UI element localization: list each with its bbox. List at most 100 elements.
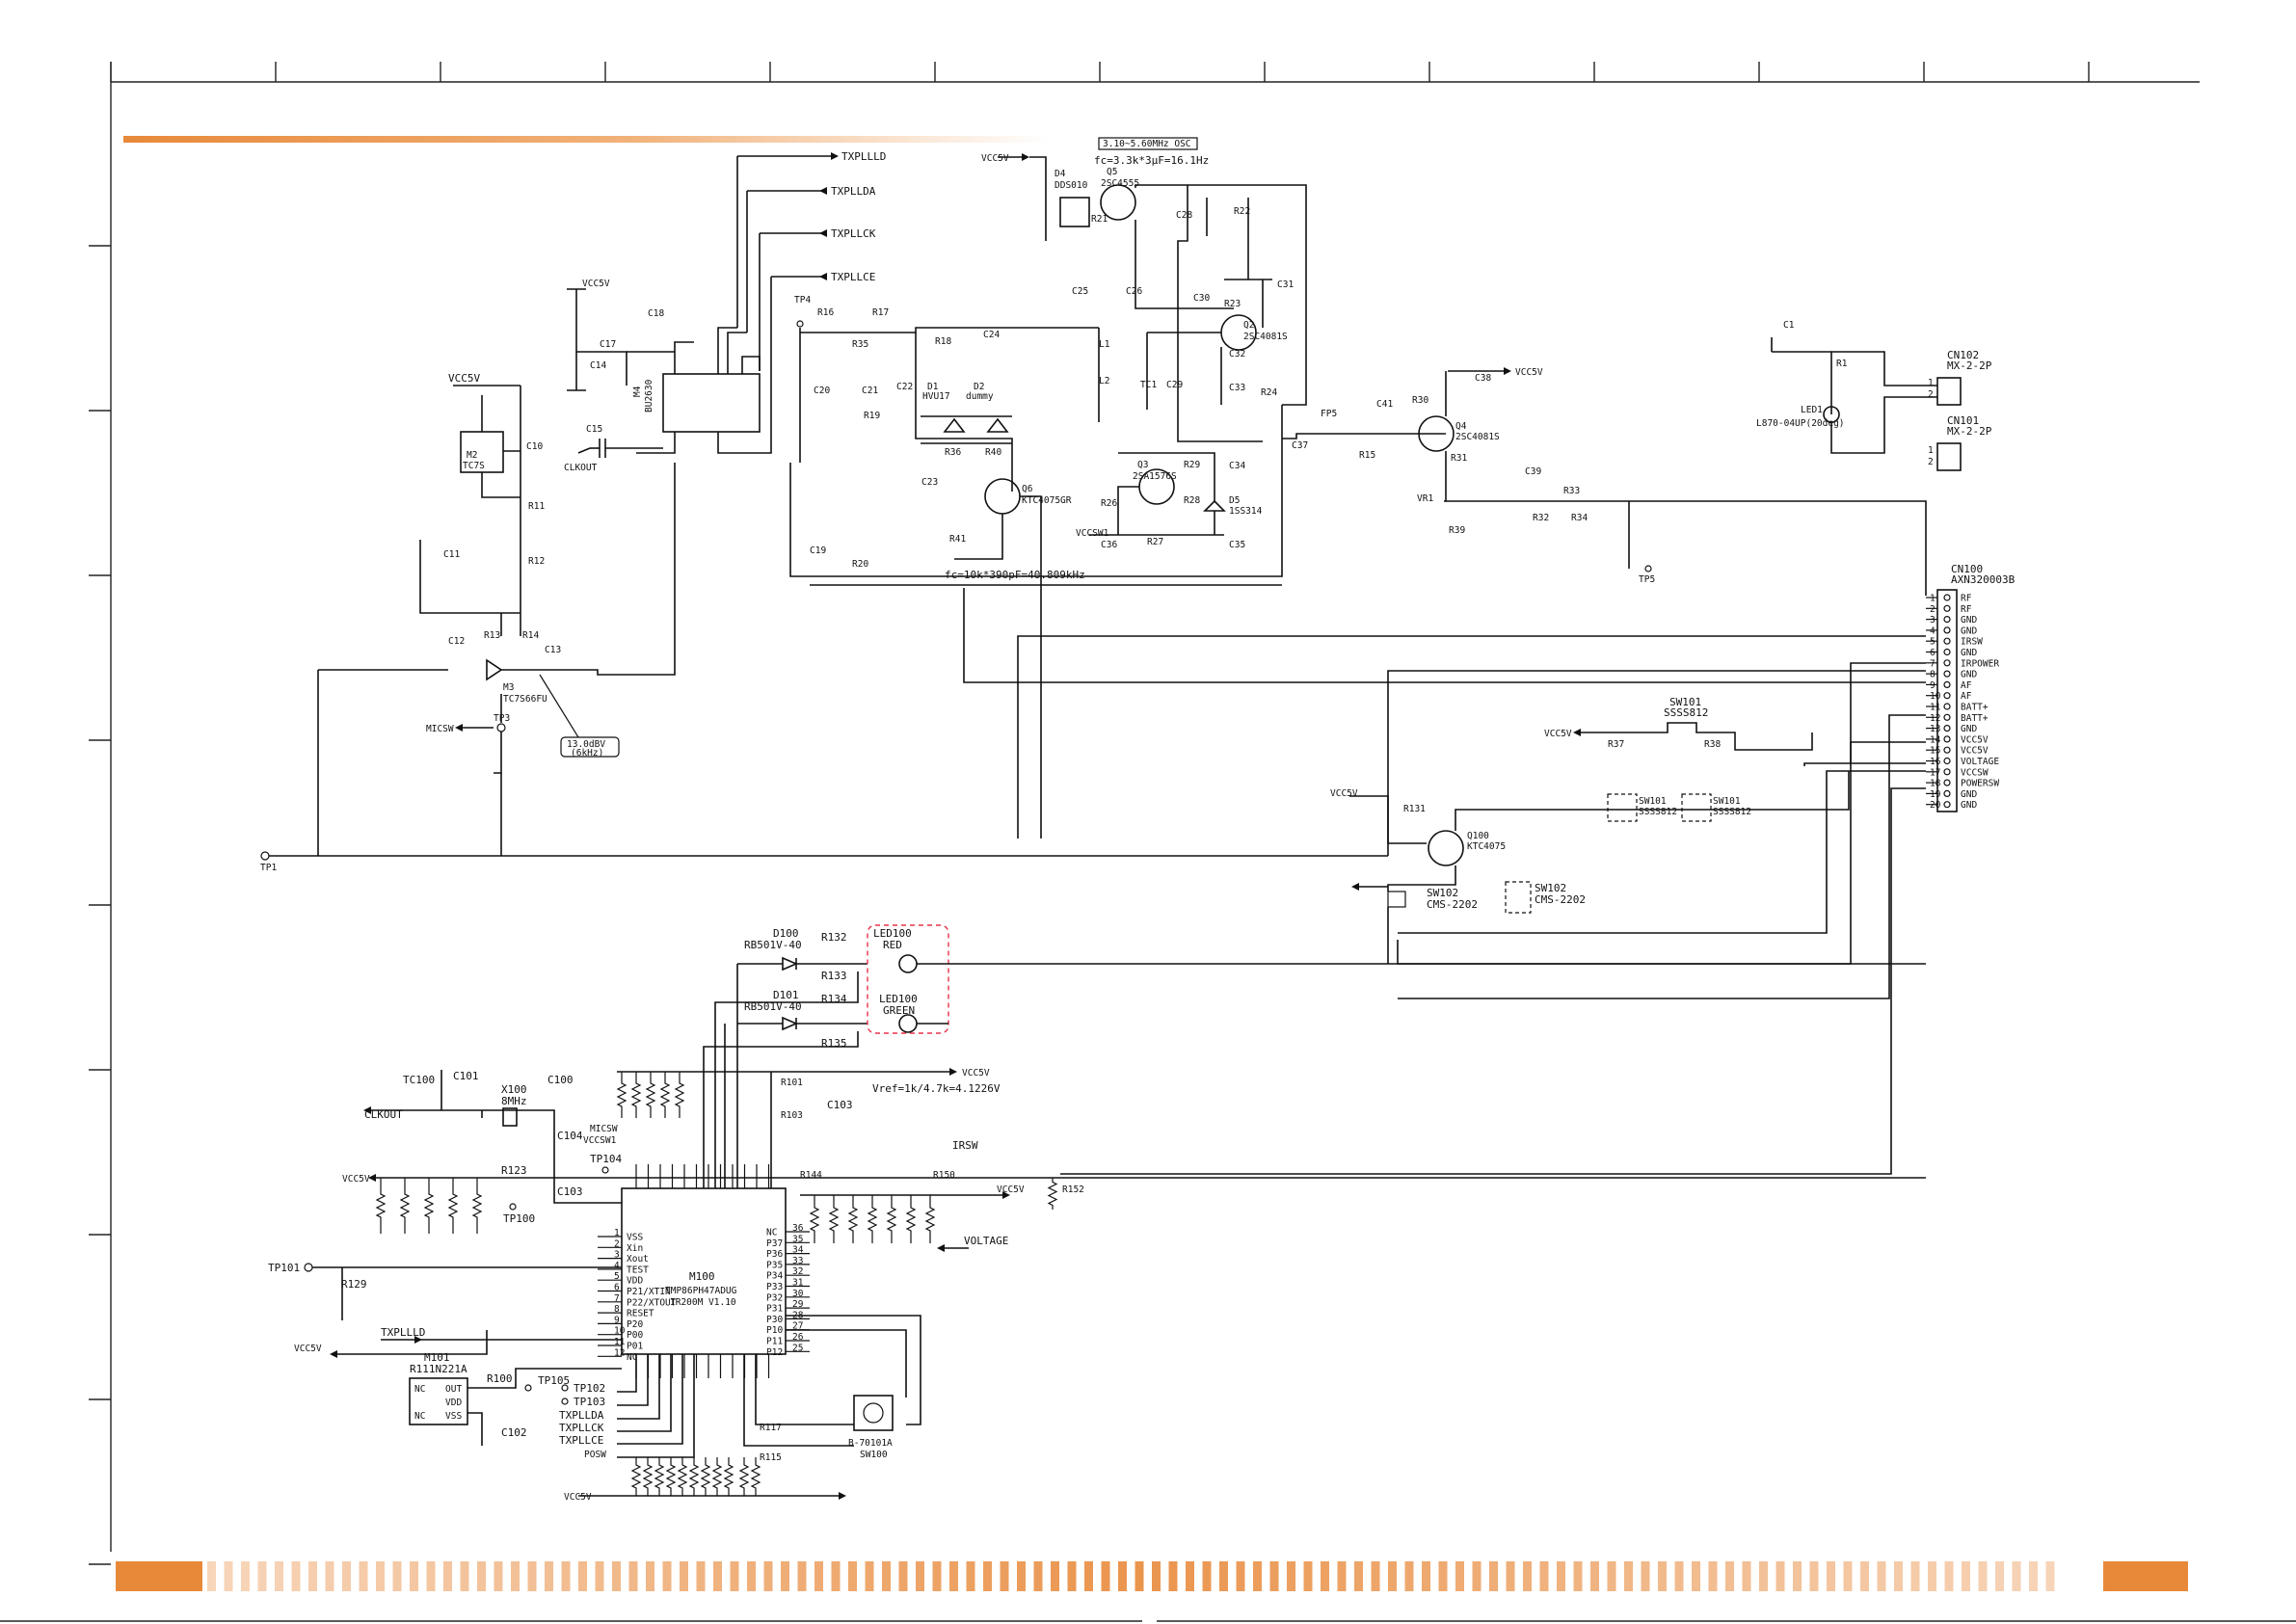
c36-label: C36: [1101, 540, 1117, 550]
c21-label: C21: [862, 386, 878, 396]
vcc5v-rail-label: VCC5V: [962, 1068, 990, 1078]
footer-stripe: [257, 1561, 267, 1591]
cn100-pin-contact: [1943, 637, 1951, 645]
osc-range-label: 3.10~5.60MHz OSC: [1103, 139, 1191, 149]
cn100-pin-contact: [1943, 692, 1951, 700]
footer-stripe: [646, 1561, 654, 1591]
r150-label: R150: [933, 1170, 955, 1181]
r135-label: R135: [821, 1037, 847, 1050]
sw101-part: SSSS812: [1664, 706, 1708, 719]
c28-label: C28: [1176, 210, 1192, 221]
m101-pin-out: OUT: [445, 1384, 462, 1395]
c29-label: C29: [1166, 380, 1183, 390]
q5-part: 2SC4555: [1101, 178, 1139, 189]
m101-pin-nc1: NC: [414, 1384, 425, 1395]
cn100-pin-signal: GND: [1961, 800, 1977, 811]
c1-label: C1: [1783, 320, 1795, 331]
m100-pin-number: 36: [792, 1223, 804, 1234]
m100-pin-name: P11: [766, 1337, 783, 1347]
sw100-section: VOLTAGE B-70101A SW100 R117 R115: [743, 1235, 1008, 1463]
vccsw1-mcu-label: VCCSW1: [583, 1135, 617, 1146]
footer-stripe: [392, 1561, 402, 1591]
pullup-resistor: [886, 1195, 897, 1243]
d1-ref: D1: [927, 382, 939, 392]
m100-pin-name: P31: [766, 1304, 783, 1315]
m100-pin-name: P33: [766, 1282, 783, 1292]
vcc5v-bottom-label: VCC5V: [564, 1492, 592, 1503]
footer-stripe: [730, 1561, 739, 1591]
footer-stripe: [1422, 1561, 1430, 1591]
pullup-resistor: [630, 1072, 642, 1118]
r17-label: R17: [872, 307, 889, 318]
footer-stripe: [1860, 1561, 1869, 1591]
m100-pin-number: 12: [614, 1347, 625, 1358]
r26-label: R26: [1101, 498, 1117, 509]
cn100-pin-number: 17: [1930, 767, 1940, 778]
cn100-pin-number: 6: [1930, 648, 1936, 658]
tx-pll-signals: TXPLLLD TXPLLDA TXPLLCK TXPLLCE: [736, 150, 886, 429]
m100-pin-name: P35: [766, 1260, 783, 1270]
r20-label: R20: [852, 559, 868, 570]
r38-label: R38: [1704, 739, 1721, 750]
pullup-resistor: [828, 1195, 840, 1243]
cn100-pin-signal: VCC5V: [1961, 734, 1989, 745]
c16-label: C18: [648, 308, 664, 319]
cn100-pin-contact: [1943, 648, 1951, 656]
sw102-ghost-part: CMS-2202: [1535, 893, 1586, 906]
vcc5v-pullup-label: VCC5V: [342, 1174, 370, 1185]
filter-formula: fc=10k*390pF=40.809kHz: [945, 569, 1085, 581]
cn100-pin-number: 8: [1930, 670, 1936, 680]
footer-stripe: [932, 1561, 942, 1591]
footer-stripe: [207, 1561, 216, 1591]
c23-label: C23: [921, 477, 938, 488]
mcu-left-io: TP101 R129 TXPLLLD VCC5V: [268, 1262, 622, 1358]
d100-part: RB501V-40: [744, 939, 802, 951]
footer-stripe: [1775, 1561, 1785, 1591]
c34-label: C34: [1229, 461, 1245, 471]
sw100-part: B-70101A: [848, 1438, 893, 1449]
cn100-pin-contact: [1943, 757, 1951, 765]
txpllda-label: TXPLLDA: [831, 185, 876, 198]
cn100-pin-number: 13: [1930, 724, 1940, 734]
footer-stripe: [1590, 1561, 1599, 1591]
m100-fw: IR200M V1.10: [670, 1297, 736, 1308]
m100-pin-number: 34: [792, 1245, 804, 1256]
footer-stripe: [916, 1561, 924, 1591]
c14-label: C14: [590, 360, 606, 371]
r30-label: R30: [1412, 395, 1428, 406]
q4-part: 2SC4081S: [1455, 432, 1500, 442]
m100-pin-name: NC: [627, 1352, 637, 1363]
footer-stripe: [1404, 1561, 1414, 1591]
m2-ref: M2: [467, 450, 477, 461]
sw102-part: CMS-2202: [1427, 898, 1478, 911]
footer-stripe: [1253, 1561, 1262, 1591]
r28-label: R28: [1184, 495, 1200, 506]
micsw-mcu-label: MICSW: [590, 1124, 618, 1134]
c17-label: C17: [600, 339, 616, 350]
m100-pin-name: VSS: [627, 1233, 643, 1243]
r33-label: R33: [1563, 486, 1580, 496]
r132-label: R132: [821, 931, 847, 944]
cn100-pin-signal: VCC5V: [1961, 746, 1989, 757]
footer-stripe: [612, 1561, 621, 1591]
r115-label: R115: [760, 1452, 782, 1463]
cn100-pin-number: 1: [1930, 594, 1936, 604]
footer-stripe: [1067, 1561, 1077, 1591]
cn102-pin1: 1: [1928, 378, 1934, 388]
r19-label: R19: [864, 411, 880, 421]
sw102-ghost-ref: SW102: [1535, 882, 1566, 894]
tp101-label: TP101: [268, 1262, 300, 1274]
r24-label: R24: [1261, 387, 1277, 398]
cn100-pin-signal: GND: [1961, 670, 1977, 680]
tp103-label: TP103: [574, 1396, 605, 1408]
mcu-bottom-tps: TP105 TP102 TP103 TXPLLDA TXPLLCK TXPLLC…: [524, 1354, 846, 1503]
footer-stripe: [814, 1561, 823, 1591]
footer-stripe: [241, 1561, 250, 1591]
pll-ic-m4: M4 BU2630: [632, 327, 772, 454]
led100-red-ref: LED100: [873, 927, 912, 940]
m100-pin-name: P34: [766, 1271, 783, 1282]
pullup-resistor: [645, 1072, 656, 1118]
footer-stripe: [1641, 1561, 1650, 1591]
irsw-label: IRSW: [952, 1139, 978, 1152]
footer-stripe: [1455, 1561, 1464, 1591]
